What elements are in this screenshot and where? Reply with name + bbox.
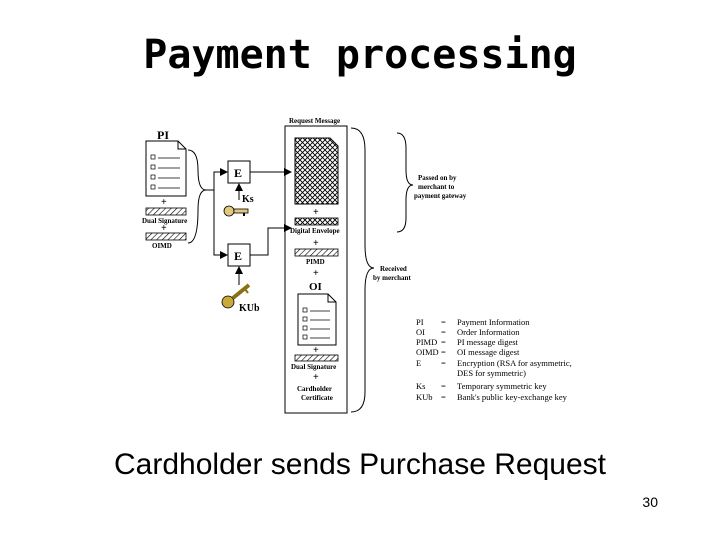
- left-brace: [187, 149, 207, 244]
- legend-abbr: E: [416, 358, 421, 368]
- pi-document: [145, 140, 187, 197]
- legend-abbr: KUb: [416, 392, 433, 402]
- label-plus: +: [161, 197, 167, 208]
- label-passed: Passed on by: [418, 174, 457, 182]
- pimd-block: [294, 248, 339, 257]
- legend-eq: =: [441, 358, 446, 368]
- label-plus: +: [313, 345, 319, 356]
- label-request-message: Request Message: [289, 117, 340, 125]
- label-digital-envelope: Digital Envelope: [290, 227, 340, 235]
- legend-desc: Order Information: [457, 327, 520, 337]
- legend-eq: =: [441, 381, 446, 391]
- legend-eq: =: [441, 347, 446, 357]
- label-plus: +: [313, 238, 319, 249]
- slide-title: Payment processing: [143, 32, 577, 78]
- legend: PI = Payment Information OI = Order Info…: [416, 317, 572, 402]
- label-certificate: Certificate: [301, 394, 333, 402]
- label-received: by merchant: [373, 274, 411, 282]
- legend-desc: Temporary symmetric key: [457, 381, 547, 391]
- page-number: 30: [642, 494, 658, 510]
- legend-desc: Bank's public key-exchange key: [457, 392, 568, 402]
- received-brace: [350, 127, 375, 413]
- legend-eq: =: [441, 327, 446, 337]
- label-passed: payment gateway: [414, 192, 467, 200]
- label-kub: KUb: [239, 303, 260, 314]
- label-oi: OI: [309, 281, 322, 293]
- label-oimd: OIMD: [152, 242, 172, 250]
- label-received: Received: [380, 265, 407, 273]
- legend-desc: DES for symmetric): [457, 368, 526, 378]
- label-plus: +: [313, 268, 319, 279]
- slide-caption: Cardholder sends Purchase Request: [114, 448, 606, 481]
- legend-desc: Payment Information: [457, 317, 530, 327]
- label-cardholder: Cardholder: [297, 385, 332, 393]
- digital-envelope-block: [294, 217, 339, 226]
- label-plus: +: [161, 223, 167, 234]
- label-plus: +: [313, 207, 319, 218]
- legend-abbr: OI: [416, 327, 425, 337]
- rm-dual-signature-block: [294, 354, 339, 362]
- kub-key-icon: [221, 283, 251, 309]
- legend-abbr: PI: [416, 317, 424, 327]
- label-passed: merchant to: [418, 183, 455, 191]
- legend-eq: =: [441, 392, 446, 402]
- label-ks: Ks: [242, 194, 254, 205]
- ks-key-icon: [223, 205, 249, 217]
- legend-abbr: OIMD: [416, 347, 439, 357]
- label-dual-signature: Dual Signature: [291, 363, 336, 371]
- left-dual-signature-block: [145, 207, 187, 216]
- legend-desc: OI message digest: [457, 347, 520, 357]
- legend-abbr: Ks: [416, 381, 425, 391]
- label-e: E: [234, 166, 242, 180]
- legend-desc: Encryption (RSA for asymmetric,: [457, 358, 572, 368]
- encrypted-pi-block: [294, 137, 339, 205]
- legend-desc: PI message digest: [457, 337, 519, 347]
- left-oimd-block: [145, 232, 187, 241]
- request-message-box: [284, 125, 348, 414]
- legend-abbr: PIMD: [416, 337, 437, 347]
- label-e: E: [234, 249, 242, 263]
- label-plus: +: [313, 372, 319, 383]
- label-pimd: PIMD: [306, 258, 325, 266]
- legend-eq: =: [441, 317, 446, 327]
- oi-document: [297, 293, 337, 346]
- label-pi: PI: [157, 128, 169, 142]
- label-dual-signature: Dual Signature: [142, 217, 187, 225]
- legend-eq: =: [441, 337, 446, 347]
- passed-brace: [396, 132, 414, 233]
